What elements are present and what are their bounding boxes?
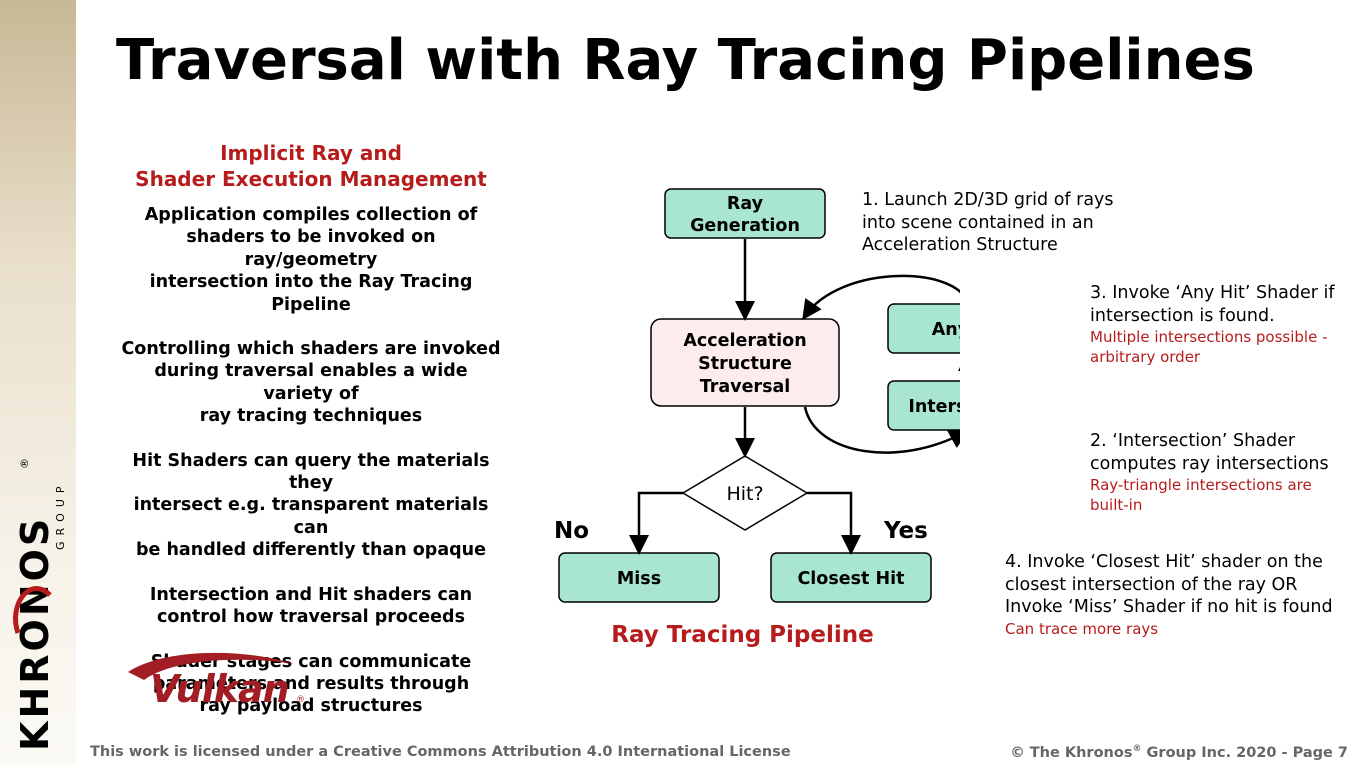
license-footer: This work is licensed under a Creative C… (90, 744, 791, 760)
edge-traversal-to-intersection (803, 406, 960, 454)
note-intersection-sub: Ray-triangle intersections are built-in (1090, 476, 1312, 515)
slide-title: Traversal with Ray Tracing Pipelines (116, 28, 1255, 93)
node-acceleration-line1: Acceleration (683, 331, 806, 351)
edge-decision-to-miss (629, 491, 683, 555)
pipeline-caption: Ray Tracing Pipeline (611, 622, 874, 648)
node-closest-hit-label: Closest Hit (797, 569, 904, 589)
node-hit-decision (681, 455, 809, 531)
note-intersection: 2. ‘Intersection’ Shader computes ray in… (1090, 408, 1329, 538)
label-yes: Yes (884, 518, 928, 544)
note-launch-text: 1. Launch 2D/3D grid of rays into scene … (862, 190, 1114, 256)
note-closest-hit: 4. Invoke ‘Closest Hit’ shader on the cl… (1005, 529, 1333, 661)
node-any-hit-label: Any Hit (932, 320, 960, 340)
note-intersection-text: 2. ‘Intersection’ Shader computes ray in… (1090, 431, 1329, 474)
node-any-hit (887, 303, 960, 354)
note-closest-hit-text: 4. Invoke ‘Closest Hit’ shader on the cl… (1005, 552, 1333, 618)
vulkan-registered-mark: ® (296, 695, 305, 705)
note-launch: 1. Launch 2D/3D grid of rays into scene … (862, 167, 1114, 257)
paragraph-compile: Application compiles collection of shade… (144, 205, 478, 315)
vulkan-wordmark: Vulkan (150, 667, 289, 710)
khronos-logo: KHRONOS GROUP ® (13, 458, 67, 751)
copyright-footer: © The Khronos® Group Inc. 2020 - Page 7 (1010, 744, 1348, 761)
ray-tracing-diagram: Ray Generation Acceleration Structure Tr… (558, 188, 960, 603)
node-acceleration-line2: Structure (698, 354, 792, 374)
node-miss-label: Miss (617, 569, 661, 589)
label-no: No (554, 518, 590, 544)
left-panel: Implicit Ray and Shader Execution Manage… (118, 140, 504, 718)
copyright-reg-mark: ® (1132, 744, 1142, 754)
edge-any-hit-to-traversal (802, 274, 960, 321)
note-any-hit-sub: Multiple intersections possible - arbitr… (1090, 328, 1328, 367)
left-heading-line2: Shader Execution Management (135, 167, 487, 191)
khronos-sidebar (0, 0, 76, 765)
left-heading-line1: Implicit Ray and (220, 141, 402, 165)
paragraph-traversal-control: Intersection and Hit shaders can control… (149, 584, 473, 628)
note-any-hit-text: 3. Invoke ‘Any Hit’ Shader if intersecti… (1090, 283, 1335, 326)
copyright-suffix: Group Inc. 2020 - Page 7 (1141, 744, 1348, 761)
node-intersection (887, 380, 960, 431)
khronos-wordmark: KHRONOS (13, 516, 57, 751)
paragraph-controlling: Controlling which shaders are invoked du… (121, 339, 501, 427)
note-any-hit: 3. Invoke ‘Any Hit’ Shader if intersecti… (1090, 260, 1335, 390)
node-ray-generation-line1: Ray (727, 194, 764, 214)
note-closest-hit-sub: Can trace more rays (1005, 619, 1159, 638)
khronos-registered-mark: ® (18, 458, 31, 469)
vulkan-logo: Vulkan ® (128, 652, 305, 710)
paragraph-hit-shaders: Hit Shaders can query the materials they… (132, 450, 490, 561)
left-heading: Implicit Ray and Shader Execution Manage… (118, 140, 504, 192)
khronos-group-text: GROUP (54, 480, 67, 550)
node-ray-generation (664, 188, 826, 239)
khronos-swirl-icon (13, 586, 52, 634)
vulkan-swoosh-icon (128, 652, 294, 680)
node-acceleration-line3: Traversal (700, 377, 791, 397)
node-intersection-label: Intersection (908, 397, 960, 417)
node-ray-generation-line2: Generation (690, 216, 800, 236)
copyright-prefix: © The Khronos (1010, 744, 1133, 761)
node-hit-decision-label: Hit? (726, 483, 763, 505)
edge-decision-to-closest-hit (807, 491, 861, 555)
